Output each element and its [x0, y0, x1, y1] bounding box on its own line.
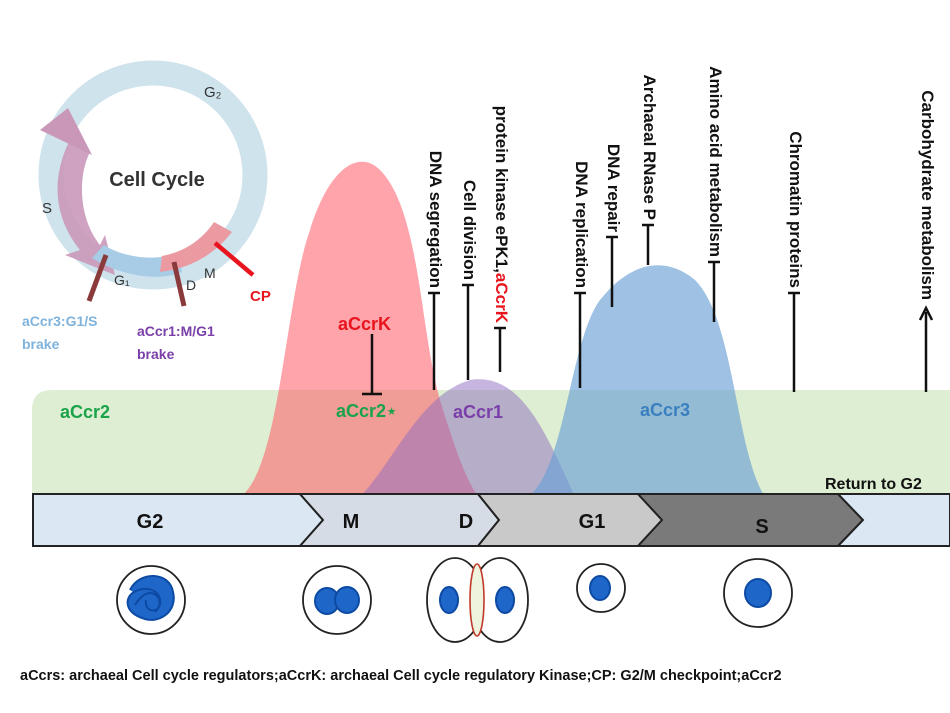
cycle-cp-label: CP	[250, 288, 271, 305]
accr3-curve	[528, 265, 765, 497]
dna-replication-label: DNA replication	[572, 161, 591, 288]
phase-return	[835, 493, 950, 547]
accr2-star-label: aCcr2⋆	[336, 401, 397, 421]
cycle-ring	[38, 60, 268, 290]
chromatin-label: Chromatin proteins	[786, 131, 805, 288]
cycle-s-label: S	[42, 200, 52, 217]
amino-acid-label: Amino acid metabolism	[706, 66, 725, 257]
phase-g2	[32, 493, 325, 547]
cell-s	[723, 558, 793, 628]
accr3-brake-marker	[86, 254, 109, 302]
accr3-label: aCcr3	[640, 400, 690, 420]
accr1-brake-line1: aCcr1:M/G1	[137, 323, 215, 339]
cycle-g2-label: G₂	[204, 84, 222, 101]
return-to-g2-label: Return to G2	[825, 476, 922, 493]
footer-definitions: aCcrs: archaeal Cell cycle regulators;aC…	[20, 668, 782, 684]
dna-repair-label: DNA repair	[604, 144, 623, 233]
phase-m-label: M	[343, 511, 360, 533]
cell-g1	[576, 563, 626, 613]
accr3-brake-line1: aCcr3:G1/S	[22, 313, 97, 329]
cycle-title: Cell Cycle	[109, 169, 205, 191]
carbohydrate-arrowhead	[918, 305, 934, 321]
cycle-d-label: D	[186, 277, 196, 293]
cycle-dm-segment	[160, 222, 232, 272]
phase-s-label: S	[755, 516, 768, 538]
cell-division-label: Cell division	[460, 180, 479, 280]
accr1-label: aCcr1	[453, 402, 503, 422]
accr1-brake-marker	[171, 261, 187, 307]
accr3-brake-line2: brake	[22, 336, 60, 352]
cell-m	[302, 565, 372, 635]
cycle-g1-segment	[92, 245, 182, 277]
archaeal-rnase-label: Archaeal RNase P	[640, 74, 659, 220]
accr1-brake-line2: brake	[137, 346, 175, 362]
protein-kinase-label: protein kinase ePK1,aCcrK	[492, 106, 511, 324]
accrk-label: aCcrK	[338, 314, 391, 334]
cycle-s-arrow	[57, 140, 115, 275]
carbohydrate-label: Carbohydrate metabolism	[918, 90, 937, 300]
accr1-curve	[360, 379, 575, 497]
phase-g2-label: G2	[137, 511, 164, 533]
accr2-label: aCcr2	[60, 402, 110, 422]
cycle-m-label: M	[204, 265, 216, 281]
cell-d	[426, 557, 529, 643]
phase-g1	[475, 493, 664, 547]
phase-g1-label: G1	[579, 511, 606, 533]
cycle-s-arrowhead	[40, 108, 92, 155]
phase-d-label: D	[459, 511, 473, 533]
cycle-g1-label: G₁	[114, 272, 130, 288]
dna-segregation-label: DNA segregation	[426, 151, 445, 288]
phase-s	[635, 493, 865, 547]
accrk-curve	[240, 161, 480, 497]
cell-g2	[116, 565, 186, 635]
protein-kinase-accrk: aCcrK	[492, 273, 511, 324]
cp-marker	[213, 241, 255, 277]
